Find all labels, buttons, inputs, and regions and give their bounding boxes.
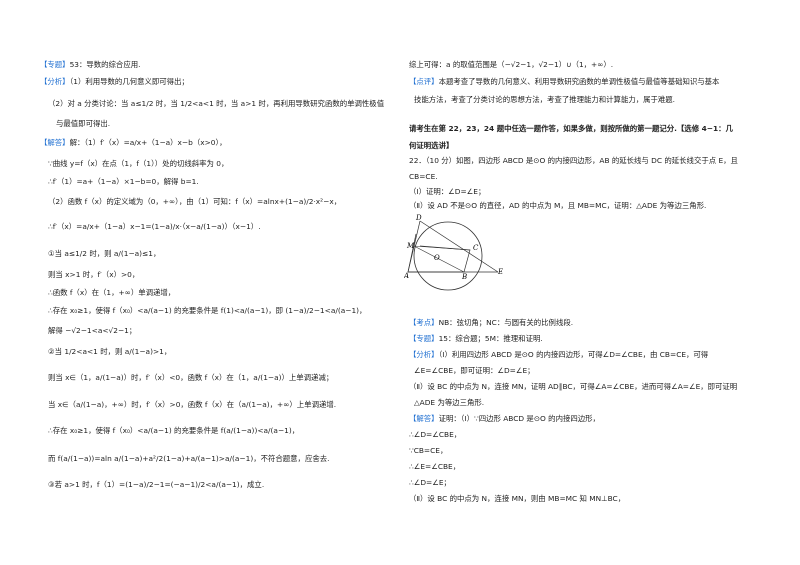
- topic-line: 【专题】53：导数的综合应用.: [40, 60, 141, 69]
- segment-mb: [413, 245, 465, 273]
- solution-tag: 【解答】: [40, 138, 70, 147]
- text-line: ∠E=∠CBE，即可证明：∠D=∠E；: [414, 366, 535, 375]
- text-line: （Ⅱ）设 BC 的中点为 N，连接 MN，则由 MB=MC 知 MN⊥BC，: [409, 494, 626, 503]
- text-line: CB=CE.: [409, 172, 438, 181]
- text-line: ∴f′（1）=a+（1−a）×1−b=0，解得 b=1.: [48, 177, 199, 186]
- text-line: 则当 x∈（1，a/(1−a)）时，f′（x）<0，函数 f（x）在（1，a/(…: [48, 373, 334, 382]
- text-line: ∴存在 x₀≥1，使得 f（x₀）<a/(a−1) 的充要条件是 f(1)<a/…: [48, 306, 367, 315]
- segment-de: [419, 220, 499, 273]
- analysis-line: 【分析】（1）利用导数的几何意义即可得出；: [40, 77, 189, 86]
- label-m: M: [406, 242, 415, 250]
- solution-line: 【解答】解：（1）f′（x）=a/x+（1−a）x−b（x>0），: [40, 138, 227, 147]
- kaodian-tag: 【考点】: [409, 318, 439, 327]
- label-c: C: [473, 244, 479, 252]
- text-line: 技能方法，考查了分类讨论的思想方法，考查了推理能力和计算能力，属于难题.: [414, 95, 676, 104]
- analysis-tag: 【分析】: [409, 350, 439, 359]
- text-line: △ADE 为等边三角形.: [414, 398, 485, 407]
- text-line: （Ⅰ）证明：∠D=∠E；: [409, 187, 486, 196]
- text-line: （Ⅱ）设 BC 的中点为 N，连接 MN，证明 AD∥BC，可得∠A=∠CBE，…: [409, 382, 738, 391]
- text-line: （2）函数 f（x）的定义域为（0，+∞），由（1）可知：f（x）=alnx+(…: [48, 197, 342, 206]
- text-line: 解得 −√2−1<a<√2−1；: [48, 326, 137, 335]
- comment-tag: 【点评】: [409, 77, 439, 86]
- circle-o: [413, 221, 483, 291]
- segment-mc: [413, 245, 471, 251]
- label-o: O: [434, 254, 440, 262]
- text-line: 而 f(a/(1−a))=aln a/(1−a)+a²/2(1−a)+a/(a−…: [48, 454, 330, 463]
- question-22: 22．（10 分）如图，四边形 ABCD 是⊙O 的内接四边形，AB 的延长线与…: [409, 156, 738, 165]
- text-line: 综上可得：a 的取值范围是（−√2−1，√2−1）∪（1，+∞）.: [409, 60, 614, 69]
- label-a: A: [404, 272, 409, 280]
- analysis-line: 【分析】（Ⅰ）利用四边形 ABCD 是⊙O 的内接四边形，可得∠D=∠CBE，由…: [409, 350, 709, 359]
- text-line: ∴存在 x₀≥1，使得 f（x₀）<a/(a−1) 的充要条件是 f(a/(1−…: [48, 426, 300, 435]
- text-line: （Ⅱ）设 AD 不是⊙O 的直径，AD 的中点为 M，且 MB=MC，证明：△A…: [409, 201, 707, 210]
- text-line: ∴函数 f（x）在（1，+∞）单调递增，: [48, 288, 176, 297]
- text-line: ∵CB=CE，: [409, 446, 448, 455]
- text-line: ②当 1/2<a<1 时，则 a/(1−a)>1，: [48, 347, 172, 356]
- text-line: ∴∠D=∠CBE，: [409, 430, 462, 439]
- text-line: ∵曲线 y=f（x）在点（1，f（1））处的切线斜率为 0，: [48, 159, 229, 168]
- topic-tag: 【专题】: [40, 60, 70, 69]
- text-line: ③若 a>1 时，f（1）=(1−a)/2−1=(−a−1)/2<a/(a−1)…: [48, 480, 265, 489]
- text-line: ∴∠D=∠E；: [409, 478, 451, 487]
- kaodian-line: 【考点】NB：弦切角；NC：与圆有关的比例线段.: [409, 318, 574, 327]
- topic-tag: 【专题】: [409, 334, 439, 343]
- text-line: ①当 a≤1/2 时，则 a/(1−a)≤1，: [48, 249, 161, 258]
- analysis-tag: 【分析】: [40, 77, 70, 86]
- topic-line: 【专题】15：综合题；5M：推理和证明.: [409, 334, 543, 343]
- text-line: 与最值即可得出.: [56, 119, 111, 128]
- section-heading-cont: 何证明选讲】: [409, 141, 454, 150]
- text-line: ∴f′（x）=a/x+（1−a）x−1=(1−a)/x·（x−a/(1−a)）（…: [48, 222, 261, 231]
- label-d: D: [415, 214, 422, 222]
- label-e: E: [497, 268, 503, 276]
- quadrilateral: [407, 233, 471, 273]
- text-line: 当 x∈（a/(1−a)，+∞）时，f′（x）>0，函数 f（x）在（a/(1−…: [48, 400, 337, 409]
- solution-line: 【解答】证明：（Ⅰ）∵四边形 ABCD 是⊙O 的内接四边形，: [409, 414, 600, 423]
- text-line: 则当 x>1 时，f′（x）>0，: [48, 270, 140, 279]
- text-line: （2）对 a 分类讨论：当 a≤1/2 时，当 1/2<a<1 时，当 a>1 …: [48, 99, 385, 108]
- label-b: B: [461, 273, 467, 281]
- segment-ad: [407, 220, 421, 273]
- text-line: ∴∠E=∠CBE，: [409, 462, 461, 471]
- section-heading: 请考生在第 22，23，24 题中任选一题作答，如果多做，则按所做的第一题记分.…: [409, 124, 733, 133]
- comment-line: 【点评】本题考查了导数的几何意义、利用导数研究函数的单调性极值与最值等基础知识与…: [409, 77, 720, 86]
- geometry-figure: D C M O A B E: [404, 214, 503, 291]
- solution-tag: 【解答】: [409, 414, 439, 423]
